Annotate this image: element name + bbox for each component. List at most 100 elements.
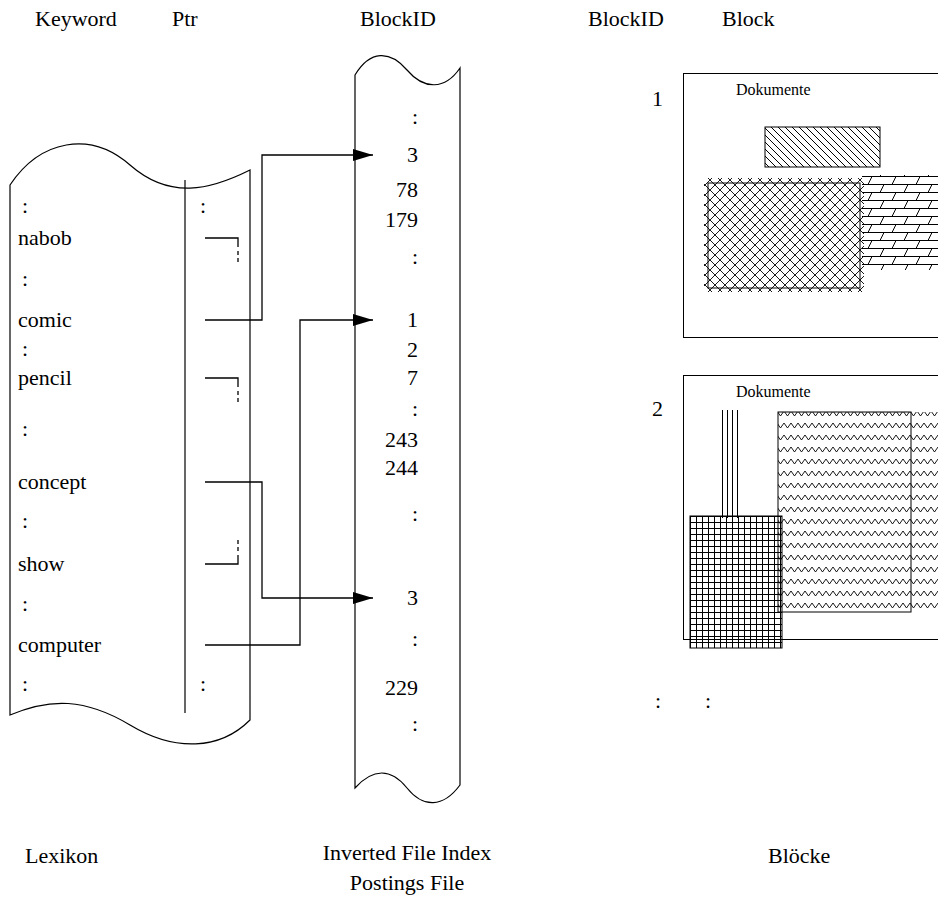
label-text: 2 [652,396,663,422]
block-heading: Dokumente [736,382,811,402]
keyword-text: computer [18,630,101,660]
ellipsis-mark: : [412,711,418,737]
caption-text: Inverted File Index [323,840,492,866]
column-header: BlockID [588,6,664,32]
label-text: : [412,626,418,652]
block-id-number: 243 [385,426,418,454]
keyword-entry: comic [18,305,205,335]
block-id-entry: 243 [373,426,418,454]
label-text: Blöcke [768,843,830,869]
ellipsis-mark: : [412,501,418,527]
block-id-label: 2 [652,396,663,422]
document-block: Dokumente [683,375,938,640]
label-text: : [412,244,418,270]
ellipsis-mark: : [412,244,418,270]
block-heading: Dokumente [736,80,811,100]
pointer-arrow [205,155,373,320]
label-text: : [22,591,28,617]
block-id-entry: 244 [373,454,418,482]
column-header: Block [722,6,775,32]
document-sketch [704,127,938,292]
panel-border [10,144,250,744]
keyword-entry: pencil [18,363,205,393]
block-id-number: 179 [385,206,418,234]
block-id-entry: 2 [373,336,418,364]
caption-text: Postings File [350,870,464,896]
postings-panel: Inverted File IndexPostings File37817912… [355,50,460,810]
block-id-number: 78 [396,176,418,204]
block-id-entry: 1 [373,306,418,334]
block-id-entry: 3 [373,141,418,169]
label-text: : [200,671,206,697]
label-text: : [412,501,418,527]
pointer-arrow [205,320,373,645]
ellipsis-mark: : [412,104,418,130]
label-text: : [22,266,28,292]
label-text: : [22,671,28,697]
label-text: Keyword [35,6,117,32]
ellipsis-mark: : [200,193,206,219]
document-block: Dokumente [683,73,938,338]
block-id-entry: 78 [373,176,418,204]
panel-caption: Postings File [350,870,464,896]
label-text: Block [722,6,775,32]
ellipsis-mark: : [22,416,28,442]
panel-caption: Inverted File Index [323,840,492,866]
ellipsis-mark: : [412,626,418,652]
block-id-label: 1 [652,86,663,112]
ellipsis-mark: : [22,266,28,292]
block-id-entry: 229 [373,674,418,702]
block-id-number: 7 [407,364,418,392]
column-header: Keyword [35,6,117,32]
label-text: : [412,396,418,422]
label-text: : [22,336,28,362]
document-sketch [690,410,938,648]
label-text: : [22,193,28,219]
ellipsis-mark: : [22,508,28,534]
ellipsis-mark: : [22,193,28,219]
ellipsis-mark: : [655,688,661,714]
caption-text: Lexikon [25,843,98,869]
ellipsis-mark: : [705,688,711,714]
ellipsis-mark: : [200,671,206,697]
keyword-entry: computer [18,630,205,660]
block-title: Dokumente [736,80,811,100]
block-id-number: 3 [407,584,418,612]
keyword-text: show [18,549,64,579]
label-text: BlockID [360,6,436,32]
label-text: Ptr [172,6,198,32]
block-id-entry: 179 [373,206,418,234]
ellipsis-mark: : [412,396,418,422]
lexicon-panel: Lexikonnabobcomicpencilconceptshowcomput… [10,140,250,750]
block-title: Dokumente [736,382,811,402]
label-text: 1 [652,86,663,112]
label-text: : [705,688,711,714]
keyword-entry: show [18,549,205,579]
column-header: Ptr [172,6,198,32]
block-id-number: 2 [407,336,418,364]
keyword-text: nabob [18,223,72,253]
block-id-number: 3 [407,141,418,169]
keyword-text: comic [18,305,72,335]
label-text: : [655,688,661,714]
panel-border [355,56,460,803]
panel-caption: Lexikon [25,843,98,869]
block-id-entry: 3 [373,584,418,612]
keyword-entry: nabob [18,223,205,253]
section-caption: Blöcke [768,843,830,869]
label-text: BlockID [588,6,664,32]
ellipsis-mark: : [22,336,28,362]
column-divider [184,180,185,713]
label-text: : [200,193,206,219]
block-id-number: 229 [385,674,418,702]
label-text: : [412,711,418,737]
label-text: : [412,104,418,130]
keyword-text: pencil [18,363,72,393]
pointer-stubs [205,238,238,564]
column-header: BlockID [360,6,436,32]
block-id-number: 244 [385,454,418,482]
label-text: : [22,508,28,534]
block-id-entry: 7 [373,364,418,392]
